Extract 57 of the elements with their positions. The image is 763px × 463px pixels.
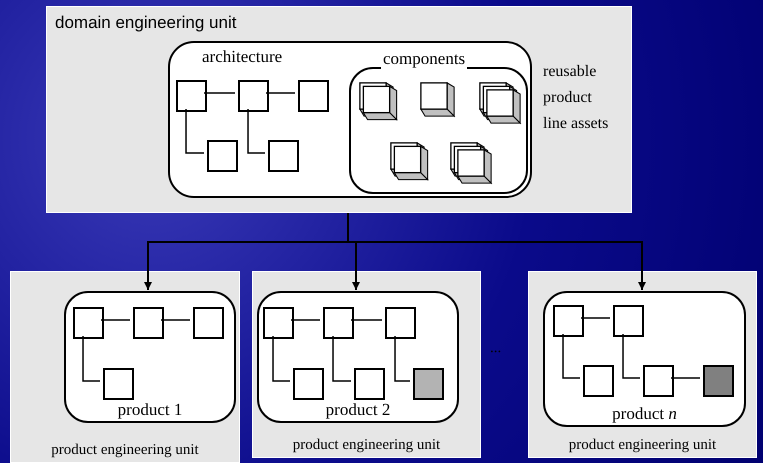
square-box: [263, 307, 294, 339]
square-box: [643, 365, 674, 397]
connector-line: [351, 319, 382, 321]
connector-line: [101, 319, 130, 321]
square-box: [298, 80, 329, 112]
rounded-box: [543, 291, 746, 427]
square-box: [703, 365, 734, 397]
square-box: [133, 307, 164, 339]
assets-label: reusable product line assets: [543, 62, 609, 134]
connector-line: [266, 92, 295, 94]
domain-panel: [46, 6, 632, 213]
square-box: [553, 305, 584, 337]
connector-line: [185, 109, 204, 154]
square-box: [613, 305, 644, 337]
square-box: [238, 80, 269, 112]
panel-title: product engineering unit: [568, 436, 718, 455]
panel-title: domain engineering unit: [55, 13, 236, 33]
product-panel: [10, 271, 240, 463]
panel-title: product engineering unit: [292, 436, 442, 455]
connector-line: [671, 377, 700, 379]
product-panel: [528, 271, 757, 458]
panel-title: product engineering unit: [50, 441, 200, 460]
rounded-box: [257, 291, 459, 423]
component-cube-icon: [479, 81, 521, 125]
ellipsis: ...: [490, 339, 502, 358]
box-heading: product 1: [116, 400, 184, 420]
square-box: [323, 307, 354, 339]
square-box: [268, 140, 299, 172]
box-heading: architecture: [202, 47, 282, 67]
square-box: [385, 307, 416, 339]
connector-line: [562, 334, 580, 379]
connector-line: [247, 109, 265, 154]
square-box: [293, 368, 324, 400]
connector-line: [622, 334, 640, 379]
connector-line: [82, 336, 100, 382]
box-heading: product n: [611, 404, 678, 424]
connector-line: [204, 92, 235, 94]
connector-line: [394, 336, 410, 382]
rounded-box: [64, 291, 236, 423]
connector-line: [161, 319, 190, 321]
arrow: [347, 213, 646, 290]
square-box: [207, 140, 238, 172]
square-box: [73, 307, 104, 339]
square-box: [193, 307, 224, 339]
connector-line: [272, 336, 290, 382]
component-cube-icon: [450, 141, 492, 185]
product-panel: [252, 271, 481, 458]
box-heading: product 2: [324, 400, 392, 420]
connector-line: [581, 317, 610, 319]
square-box: [583, 365, 614, 397]
square-box: [103, 368, 134, 400]
connector-line: [332, 336, 351, 382]
connector-line: [291, 319, 320, 321]
square-box: [354, 368, 385, 400]
square-box: [413, 368, 444, 400]
rounded-box: [168, 41, 532, 198]
square-box: [176, 80, 207, 112]
